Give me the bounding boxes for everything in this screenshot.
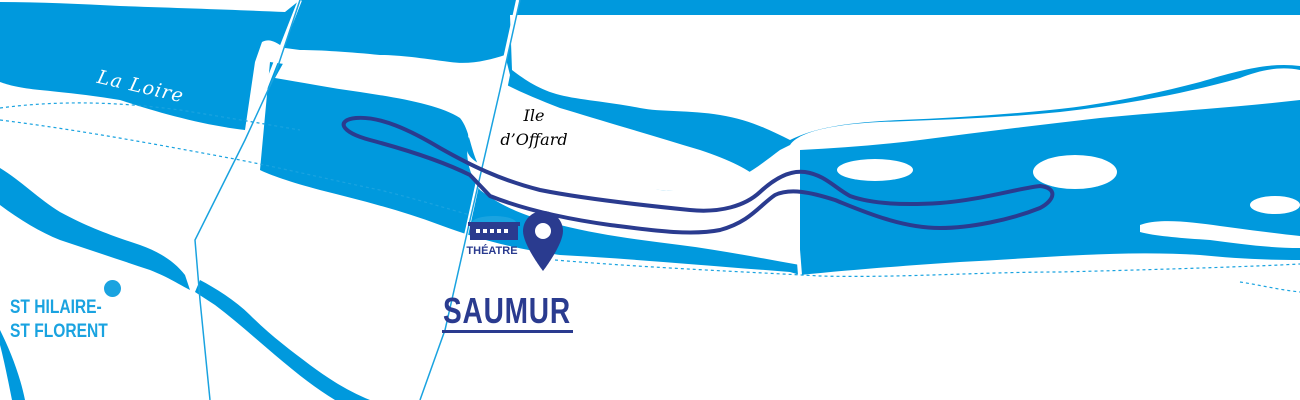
loire-south-channel [260,62,1300,275]
town-label-line2: ST FLORENT [10,321,108,342]
bridge-east-spur [744,146,791,184]
islet-1 [837,159,913,181]
location-pin-icon[interactable] [522,210,564,272]
dashed-path-east-2 [1239,281,1300,293]
road-centre [419,0,521,400]
west-stream-lower [195,280,370,400]
town-dot-icon [104,280,121,297]
islet-3 [1140,221,1300,248]
city-label: SAUMUR [443,290,571,331]
theatre-label: THÉATRE [466,245,518,257]
road-west [194,0,301,400]
north-bank [510,15,1300,140]
route-loop [341,115,1055,235]
bridge-east [788,147,802,276]
west-stream-left [0,330,25,400]
bridge-west [243,0,302,141]
dashed-path-north [0,102,301,131]
west-stream [0,168,190,290]
theatre-building-icon [468,216,520,240]
island-label: Ile d’Offard [484,104,584,152]
ile-offard-island [275,60,760,192]
bridge-centre [463,0,520,241]
dashed-path-south [0,119,471,216]
north-bank-left [0,0,300,12]
island-label-line1: Ile [523,106,545,125]
islet-4 [1250,196,1300,214]
dashed-path-east [554,259,1300,278]
town-label: ST HILAIRE- ST FLORENT [10,296,108,344]
city-underline [442,330,573,333]
islet-2 [1033,155,1117,189]
town-label-line1: ST HILAIRE- [10,297,102,318]
island-label-line2: d’Offard [500,130,568,149]
